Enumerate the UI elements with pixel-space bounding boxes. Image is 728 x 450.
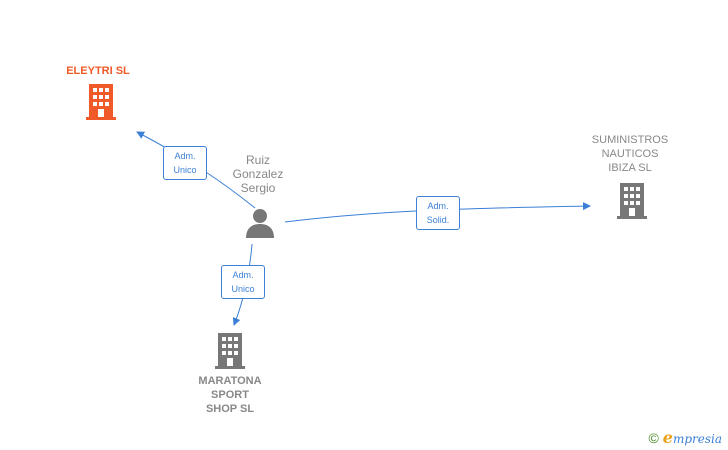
brand-logo-text: mpresia <box>672 432 722 446</box>
edge-label-to-suministros[interactable]: Adm. Solid. <box>416 196 460 230</box>
footer-brand: © empresia <box>649 428 722 447</box>
node-eleytri-label[interactable]: ELEYTRI SL <box>66 65 130 77</box>
building-icon[interactable] <box>86 84 116 120</box>
building-icon[interactable] <box>617 183 647 219</box>
edge-label-to-maratona[interactable]: Adm. Unico <box>221 265 265 299</box>
node-suministros-label[interactable]: SUMINISTROS NAUTICOS IBIZA SL <box>591 134 669 174</box>
node-person-label[interactable]: Ruiz Gonzalez Sergio <box>232 153 284 195</box>
person-icon[interactable] <box>246 208 274 238</box>
building-icon[interactable] <box>215 333 245 369</box>
node-maratona-label[interactable]: MARATONA SPORT SHOP SL <box>198 375 262 415</box>
brand-logo-e: e <box>662 428 673 447</box>
edge-label-to-eleytri[interactable]: Adm. Unico <box>163 146 207 180</box>
copyright-symbol: © <box>648 430 659 446</box>
